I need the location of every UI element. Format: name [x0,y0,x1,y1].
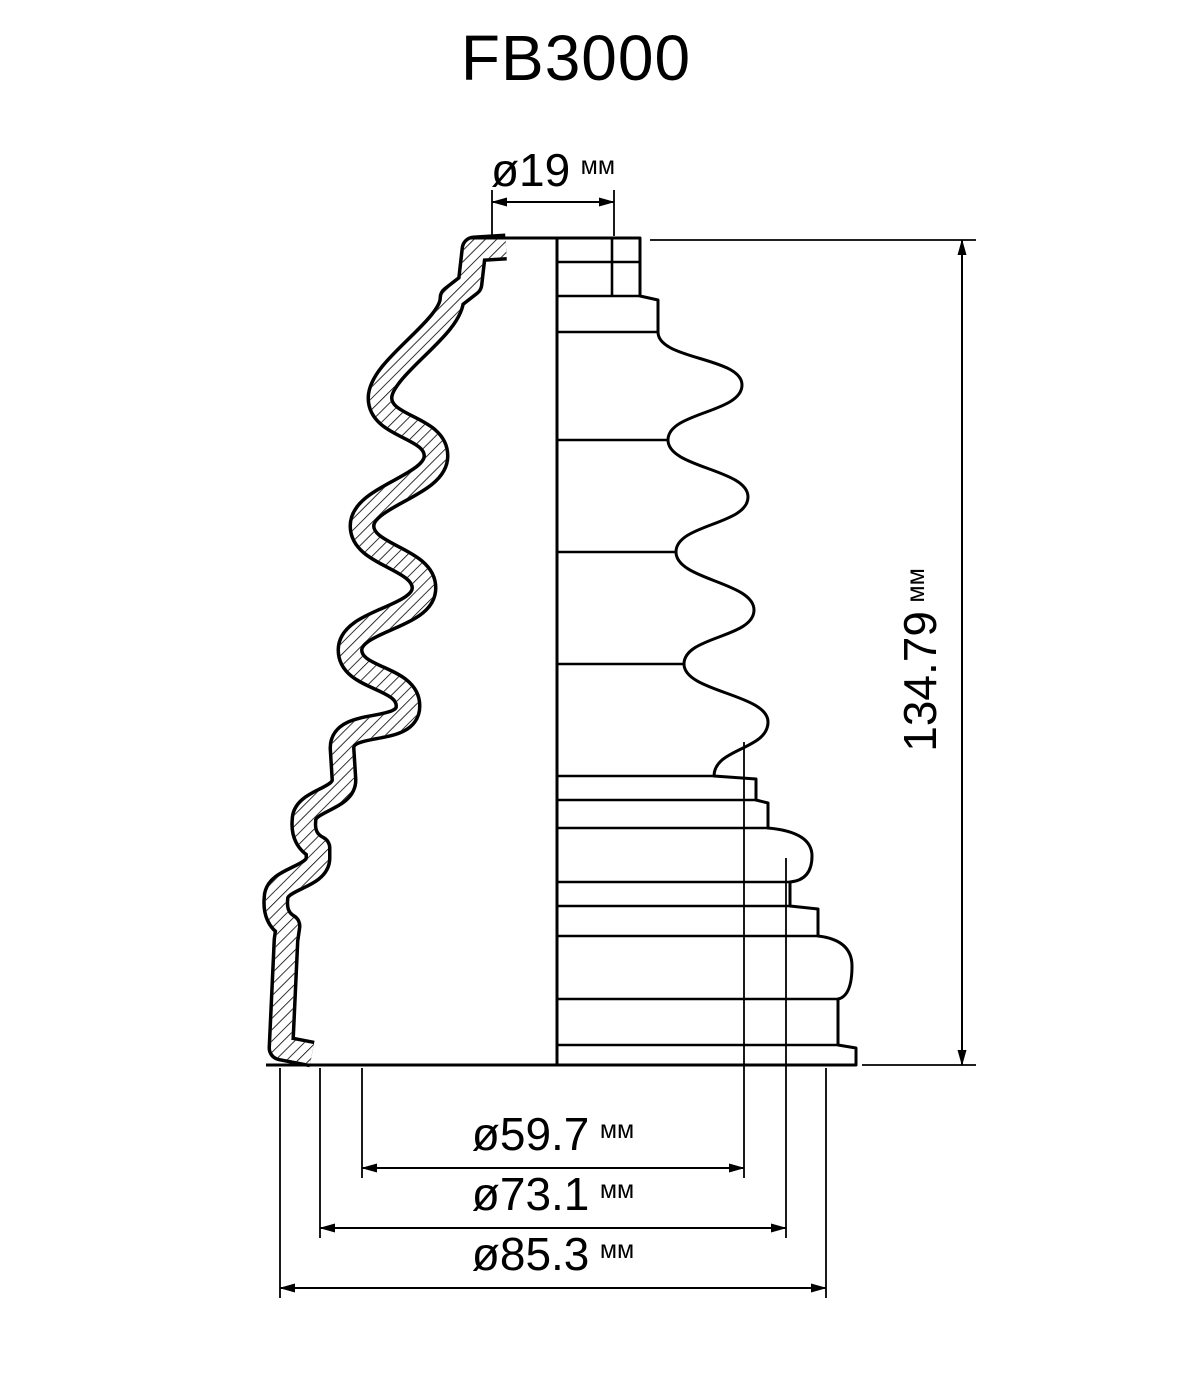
dimension-overall-height: 134.79 мм [650,239,976,1066]
dimension-label: ø59.7 мм [472,1108,634,1160]
dimension-value: 134.79 [894,611,946,752]
dimension-unit: мм [600,1116,634,1144]
section-band-hatch [265,237,507,1064]
dimension-diameter-85: ø85.3 мм [279,1068,827,1298]
dimension-label: 134.79 мм [894,568,946,752]
dimension-diameter-73: ø73.1 мм [319,858,787,1238]
left-cross-section [262,233,507,1068]
boot-silhouette [555,236,858,1067]
dimension-unit: мм [581,152,615,180]
dimension-top-diameter: ø19 мм [491,144,615,236]
dimension-unit: мм [902,568,930,602]
dimension-value: ø73.1 [472,1168,590,1220]
dimension-value: ø85.3 [472,1228,590,1280]
dimension-diameter-59: ø59.7 мм [361,742,745,1178]
right-exterior-profile [555,236,858,1067]
dimension-label: ø19 мм [491,144,615,196]
dimension-label: ø73.1 мм [472,1168,634,1220]
dimension-value: ø59.7 [472,1108,590,1160]
dimension-label: ø85.3 мм [472,1228,634,1280]
dimension-unit: мм [600,1236,634,1264]
dimension-value: ø19 [491,144,570,196]
dimension-unit: мм [600,1176,634,1204]
part-number-title: FB3000 [461,22,691,94]
